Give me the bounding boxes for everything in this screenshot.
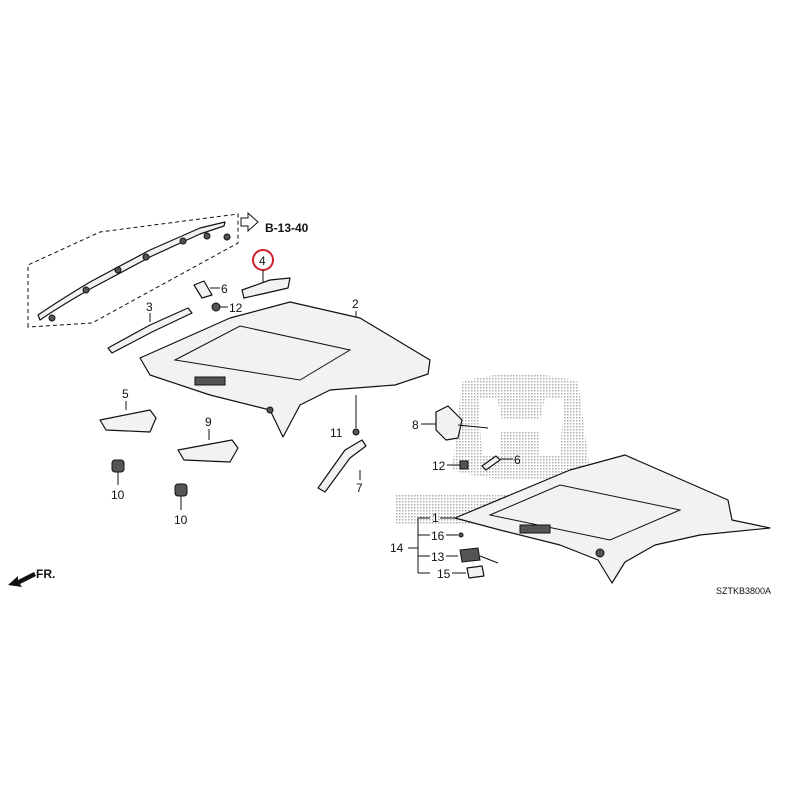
diagram-code: SZTKB3800A	[716, 586, 771, 596]
front-direction-indicator: FR.	[8, 567, 55, 587]
reference-link-b-13-40[interactable]: B-13-40	[265, 221, 309, 235]
clip-6-12-upper: 6 12	[193, 280, 243, 315]
part-2-headliner: 2	[139, 297, 431, 438]
callout-10-left[interactable]: 10	[111, 488, 125, 502]
callout-5[interactable]: 5	[122, 387, 129, 401]
part-4: 4	[241, 249, 291, 299]
callout-8[interactable]: 8	[412, 418, 419, 432]
callout-14[interactable]: 14	[390, 541, 404, 555]
callout-12-upper[interactable]: 12	[229, 301, 243, 315]
callout-16[interactable]: 16	[431, 529, 445, 543]
part-8: 8	[412, 405, 489, 441]
callout-2[interactable]: 2	[352, 297, 359, 311]
callout-4[interactable]: 4	[259, 254, 266, 268]
part-7: 7	[317, 439, 367, 495]
callout-9[interactable]: 9	[205, 415, 212, 429]
callout-13[interactable]: 13	[431, 550, 445, 564]
callout-1[interactable]: 1	[432, 511, 439, 525]
front-label: FR.	[36, 567, 55, 581]
part-3: 3	[107, 300, 193, 354]
curtain-airbag-group: B-13-40	[27, 211, 309, 328]
callout-10-right[interactable]: 10	[174, 513, 188, 527]
visor-holders-10: 10 10	[111, 459, 188, 527]
sun-visor-5: 5	[99, 387, 157, 433]
callout-group-14: 14 1 16 13 15	[390, 511, 499, 581]
headliner-assembly-1	[454, 454, 771, 584]
callout-12-lower[interactable]: 12	[432, 459, 446, 473]
part-11-screw: 11	[330, 395, 360, 440]
callout-11[interactable]: 11	[330, 426, 343, 440]
clip-6-12-lower: 12 6	[432, 453, 521, 473]
callout-6-upper[interactable]: 6	[221, 282, 228, 296]
sun-visor-9: 9	[177, 415, 239, 463]
callout-3[interactable]: 3	[146, 300, 153, 314]
callout-6-lower[interactable]: 6	[514, 453, 521, 467]
callout-7[interactable]: 7	[356, 481, 363, 495]
front-arrow-icon	[8, 572, 36, 587]
callout-15[interactable]: 15	[437, 567, 451, 581]
